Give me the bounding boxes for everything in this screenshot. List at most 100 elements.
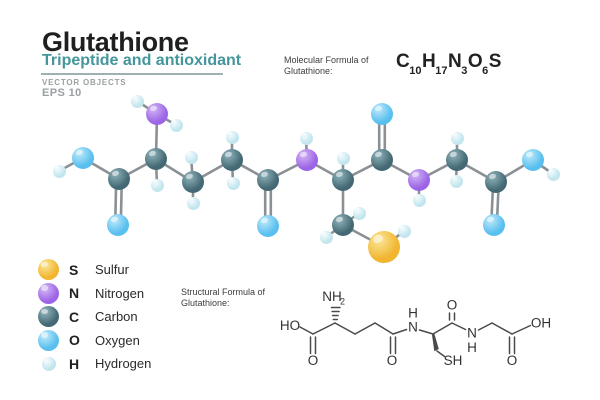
legend-name: Carbon — [95, 309, 138, 325]
atom-o-ball — [107, 214, 129, 236]
atom-o-ball — [257, 215, 279, 237]
legend-item-sulfur: S Sulfur — [37, 258, 151, 282]
atom-h-ball — [130, 94, 144, 108]
atom-c-ball — [446, 149, 468, 171]
legend-name: Nitrogen — [95, 285, 145, 301]
atom-o-ball — [522, 149, 544, 171]
label-o-amide1: O — [387, 353, 398, 368]
atom-h-ball — [319, 230, 333, 244]
legend-symbol: H — [69, 355, 80, 372]
legend-symbol: C — [69, 308, 80, 325]
label-sh: SH — [444, 353, 463, 368]
atom-h-ball — [299, 131, 313, 145]
label-o-gly: O — [507, 353, 518, 368]
label-oh: OH — [531, 316, 551, 331]
atom-o-ball — [371, 103, 393, 125]
stereo-wedge — [432, 333, 439, 352]
atom-h-ball — [225, 130, 239, 144]
label-h-n2: H — [467, 340, 477, 355]
atom-h-ball — [52, 164, 66, 178]
label-n1: N — [408, 320, 418, 335]
label-nh-sub: 2 — [340, 297, 345, 307]
legend-ball-wrap — [37, 356, 60, 371]
formula-count-h: 17 — [435, 64, 448, 77]
atom-n-ball — [296, 149, 318, 171]
atom-h-ball — [184, 150, 198, 164]
atom-c-ball — [485, 171, 507, 193]
atom-c-ball — [221, 149, 243, 171]
atom-c-ball — [182, 171, 204, 193]
atom-n-ball — [408, 169, 430, 191]
atom-h-ball — [186, 196, 200, 210]
atom-c-ball — [332, 169, 354, 191]
atom-h-ball — [352, 206, 366, 220]
formula-count-c: 10 — [409, 64, 422, 77]
structural-formula-svg: HO O NH 2 O N H SH O N H O OH — [280, 289, 551, 368]
atom-color-legend: S Sulfur N Nitrogen C Carbon O Oxygen H … — [37, 258, 151, 376]
atom-h-ball — [449, 174, 463, 188]
header-divider — [41, 73, 223, 75]
nitrogen-ball-icon — [38, 282, 59, 304]
page-subtitle: Tripeptide and antioxidant — [42, 52, 242, 69]
legend-ball-wrap — [37, 282, 60, 304]
formula-count-o: 6 — [482, 64, 489, 77]
atom-h-ball — [150, 178, 164, 192]
legend-item-oxygen: O Oxygen — [37, 329, 151, 353]
formula-el-o: O — [467, 51, 483, 72]
sulfur-ball-icon — [38, 259, 59, 281]
page-title: Glutathione — [42, 27, 189, 57]
legend-symbol: S — [69, 261, 79, 278]
label-nh: NH — [322, 289, 342, 304]
legend-item-hydrogen: H Hydrogen — [37, 352, 151, 376]
atom-h-ball — [412, 193, 426, 207]
legend-name: Oxygen — [95, 332, 140, 348]
formula-el-s: S — [488, 51, 502, 72]
molecular-formula-label-line2: Glutathione: — [284, 66, 333, 76]
legend-item-nitrogen: N Nitrogen — [37, 282, 151, 306]
legend-ball-wrap — [37, 259, 60, 281]
label-ho: HO — [280, 318, 300, 333]
atom-h-ball — [226, 176, 240, 190]
legend-ball-wrap — [37, 306, 60, 328]
legend-ball-wrap — [37, 329, 60, 351]
structural-formula-label-line2: Glutathione: — [181, 298, 230, 308]
atom-n-ball — [146, 103, 168, 125]
atom-o-ball — [483, 214, 505, 236]
atom-c-ball — [145, 148, 167, 170]
legend-symbol: O — [69, 332, 80, 349]
label-h-n1: H — [408, 306, 418, 321]
atom-h-ball — [397, 224, 411, 238]
atom-h-ball — [546, 167, 560, 181]
label-o-cys: O — [447, 298, 458, 313]
atom-c-ball — [332, 214, 354, 236]
molecular-formula: C10H17N3O6S — [396, 51, 502, 77]
formula-el-h: H — [421, 51, 436, 72]
formula-el-c: C — [396, 51, 410, 72]
atom-c-ball — [108, 168, 130, 190]
label-n2: N — [467, 326, 477, 341]
structural-formula-label: Structural Formula of Glutathione: — [181, 287, 265, 309]
oxygen-ball-icon — [38, 329, 59, 351]
atom-c-ball — [257, 169, 279, 191]
hydrogen-ball-icon — [41, 356, 56, 371]
label-o-glu: O — [308, 353, 319, 368]
atom-s-ball — [368, 231, 400, 263]
eps-label: EPS 10 — [42, 87, 82, 99]
structural-formula-label-line1: Structural Formula of — [181, 287, 266, 297]
molecular-formula-label-line1: Molecular Formula of — [284, 55, 369, 65]
vector-objects-label: VECTOR OBJECTS — [42, 78, 127, 87]
formula-el-n: N — [447, 51, 462, 72]
atom-c-ball — [371, 149, 393, 171]
atom-o-ball — [72, 147, 94, 169]
atom-h-ball — [336, 151, 350, 165]
molecular-formula-label: Molecular Formula of Glutathione: — [284, 55, 369, 77]
legend-name: Hydrogen — [95, 356, 152, 372]
formula-count-n: 3 — [461, 64, 468, 77]
legend-symbol: N — [69, 285, 80, 302]
carbon-ball-icon — [38, 306, 59, 328]
legend-name: Sulfur — [95, 262, 129, 278]
atom-h-ball — [450, 131, 464, 145]
legend-item-carbon: C Carbon — [37, 305, 151, 329]
